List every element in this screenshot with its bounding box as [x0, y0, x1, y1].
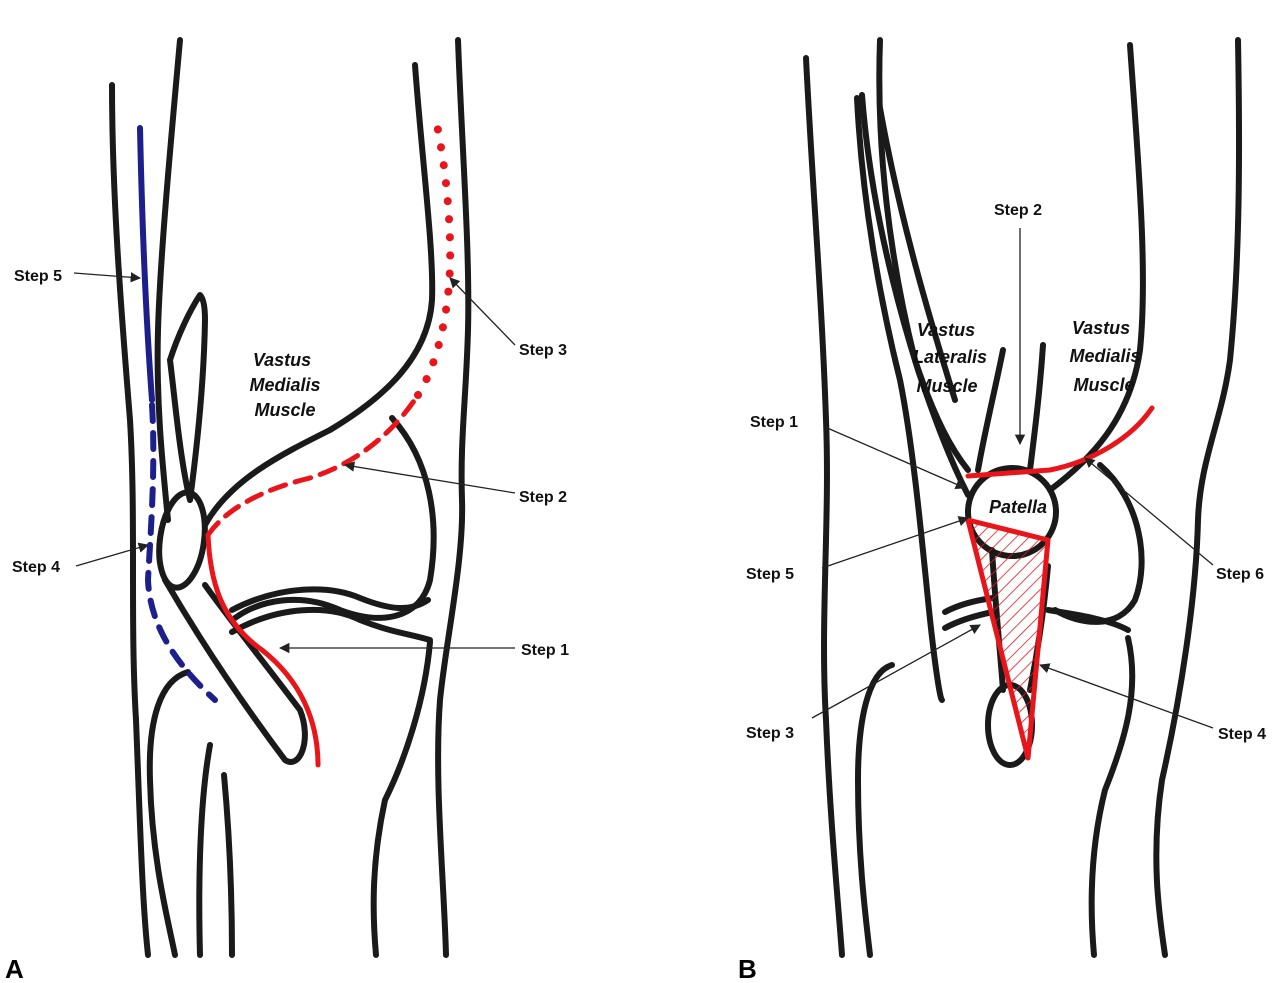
panel-a-fibula — [199, 745, 232, 955]
panel-b-step3-pointer — [812, 625, 980, 718]
panel-a-tendon-strip — [170, 295, 205, 500]
panel-a-step5-label: Step 5 — [14, 268, 62, 285]
panel-a-step4-pointer — [76, 545, 148, 566]
panel-a-step5-pointer — [74, 273, 140, 278]
panel-b-hatched-area — [968, 520, 1048, 758]
panel-a-step2-label: Step 2 — [519, 489, 567, 506]
panel-b-lateralis-line-3: Muscle — [916, 376, 977, 396]
panel-a-femur-right-line — [205, 65, 432, 525]
panel-b-joint-line-left-2 — [945, 612, 993, 628]
panel-b-step6-label: Step 6 — [1216, 566, 1264, 583]
panel-b-step4-label: Step 4 — [1218, 726, 1266, 743]
panel-a-muscle-line-2: Medialis — [249, 375, 320, 395]
panel-b-step6-pointer — [1085, 458, 1213, 565]
panel-b-tibia-left — [858, 665, 892, 955]
panel-b-femur-left — [879, 40, 968, 470]
panel-b-quad-tendon-left — [978, 350, 1003, 470]
panel-a-thigh-outer-right-line — [438, 40, 468, 955]
panel-b-lateralis-line-1: Vastus — [917, 320, 975, 340]
panel-b-thigh-outer-right-line — [1156, 40, 1239, 955]
panel-a-step1-label: Step 1 — [521, 642, 569, 659]
panel-b-medialis-line-2: Medialis — [1069, 346, 1140, 366]
panel-b-step3-label: Step 3 — [746, 725, 794, 742]
panel-a-step3-label: Step 3 — [519, 342, 567, 359]
panel-b-letter: B — [738, 954, 757, 983]
panel-b-step5-pointer — [822, 518, 968, 568]
panel-b-thigh-outer-left-line — [806, 58, 842, 955]
panel-a-tibia-right — [374, 642, 430, 955]
panel-a-femur-left-line — [158, 40, 180, 520]
panel-a-patella — [154, 489, 211, 590]
panel-b-red-incision-top — [968, 408, 1152, 476]
panel-b-medial-condyle — [1055, 465, 1142, 622]
panel-a-muscle-line-3: Muscle — [254, 400, 315, 420]
panel-b-medialis-line-3: Muscle — [1073, 375, 1134, 395]
panel-b-lateralis-line-2: Lateralis — [913, 347, 987, 367]
panel-b-medialis-line-1: Vastus — [1072, 318, 1130, 338]
panel-a-step4-label: Step 4 — [12, 559, 60, 576]
panel-b-patella-label: Patella — [989, 497, 1047, 517]
panel-a-vastus-medialis-label: Vastus Medialis Muscle — [249, 350, 320, 420]
panel-a-letter: A — [5, 954, 24, 983]
panel-b-quad-tendon-right — [1030, 345, 1043, 470]
panel-a-step3-pointer — [450, 278, 515, 345]
panel-a-tibia-left — [150, 672, 188, 955]
panel-b-step5-label: Step 5 — [746, 566, 794, 583]
panel-b-femur-right — [1050, 45, 1143, 490]
panel-b-vastus-medialis-label: Vastus Medialis Muscle — [1069, 318, 1140, 395]
panel-a-muscle-line-1: Vastus — [253, 350, 311, 370]
panel-b-vastus-lateralis-label: Vastus Lateralis Muscle — [913, 320, 987, 396]
panel-b-iliotibial-band-2 — [862, 95, 968, 495]
panel-b-step1-label: Step 1 — [750, 414, 798, 431]
panel-a-blue-incision-solid — [140, 128, 152, 400]
panel-a-anatomy — [112, 40, 468, 955]
panel-a: Step 5 Step 4 Step 3 Step 2 Step 1 Vastu… — [5, 40, 569, 983]
panel-b: Step 1 Step 2 Step 5 Step 3 Step 4 Step … — [738, 40, 1266, 983]
panel-b-step2-label: Step 2 — [994, 202, 1042, 219]
